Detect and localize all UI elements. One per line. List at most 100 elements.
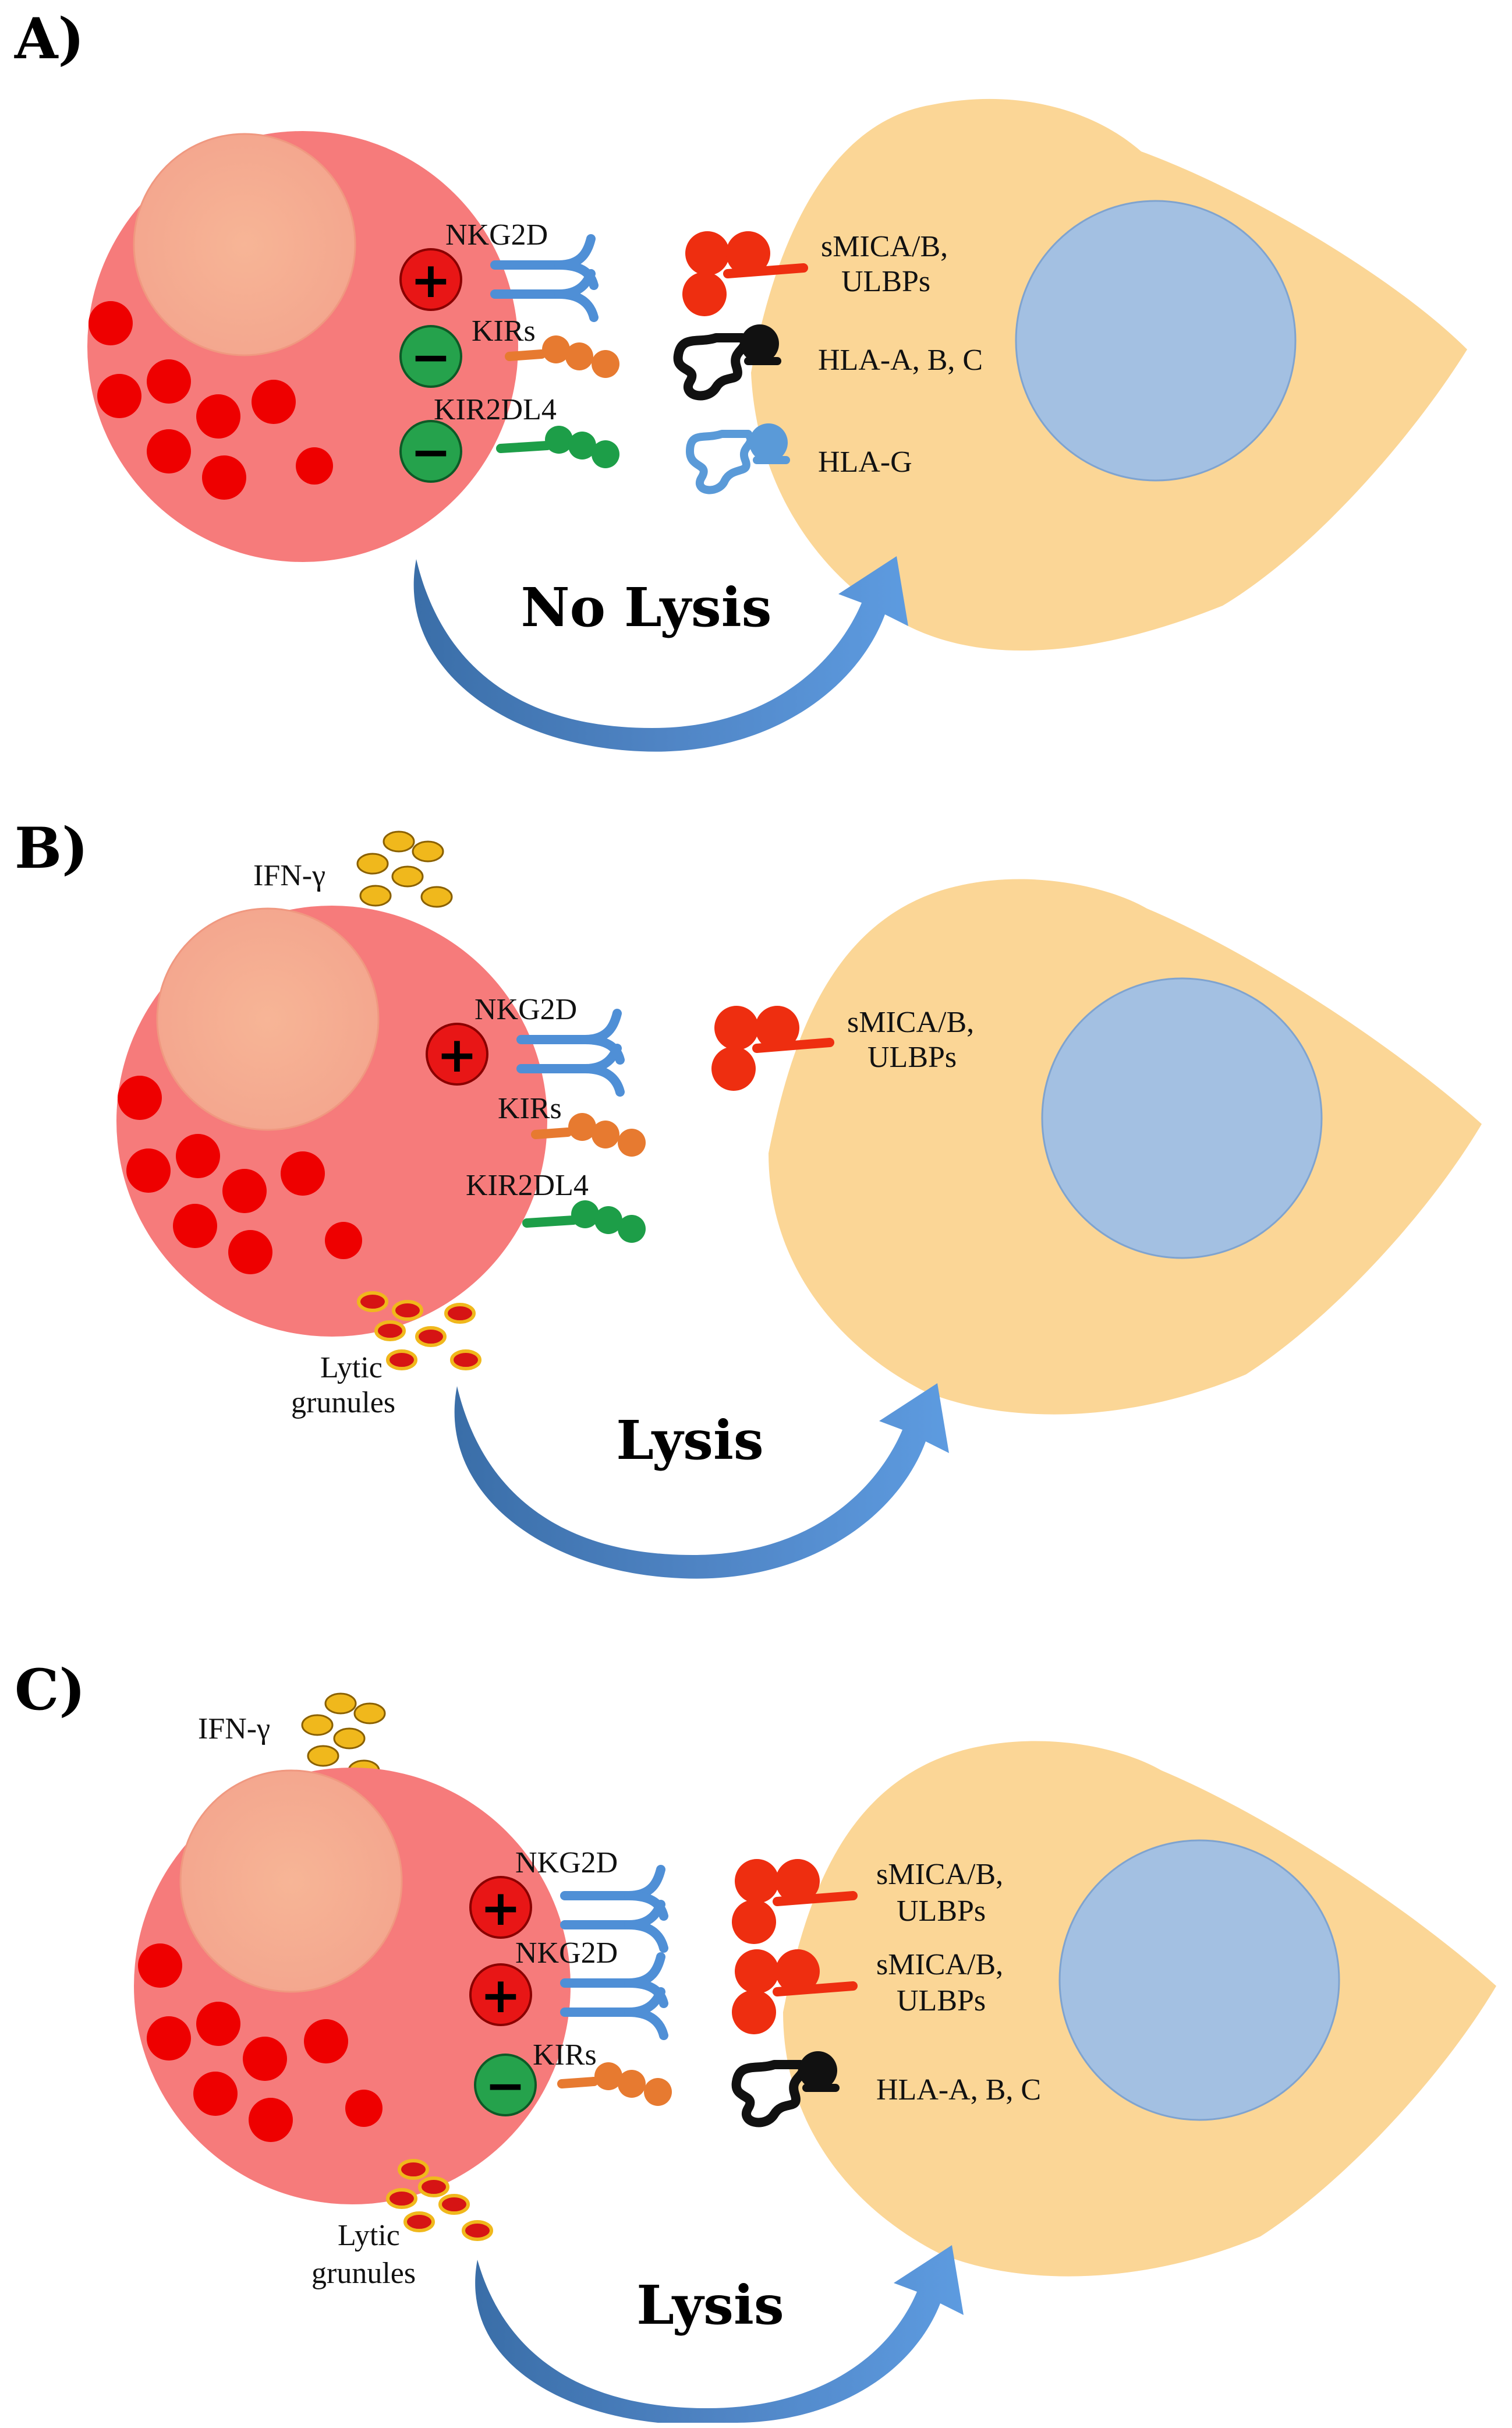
granule <box>345 2090 383 2127</box>
outcome-arrow-a <box>413 556 908 752</box>
granule <box>147 2016 191 2061</box>
lytic-granules-c <box>386 2159 493 2241</box>
panel-b-label: B) <box>15 815 88 881</box>
target-nucleus-b <box>1041 977 1323 1259</box>
hla-abc-label-a: HLA-A, B, C <box>818 344 983 377</box>
smica-ligand-c2 <box>732 1949 858 2034</box>
granule <box>176 1134 220 1178</box>
granule <box>296 447 333 485</box>
granule <box>249 2098 293 2142</box>
granule <box>228 1230 272 1274</box>
granule <box>325 1222 362 1259</box>
hla-abc-ligand-a <box>673 324 781 401</box>
hla-g-ligand-a <box>686 423 790 494</box>
target-nucleus-c <box>1058 1839 1340 2121</box>
granules-b <box>118 1076 362 1274</box>
hla-abc-label-c: HLA-A, B, C <box>876 2073 1041 2107</box>
inhibitory-sign-a2: − <box>399 420 462 483</box>
kirs-label-b: KIRs <box>498 1092 562 1125</box>
lytic-label-b1: Lytic <box>320 1351 383 1384</box>
svg-text:+: + <box>480 1967 521 2024</box>
smica-ligand-a <box>682 231 808 316</box>
nkg2d-receptor-c1 <box>560 1865 668 1953</box>
kir2dl4-receptor-a <box>496 426 619 468</box>
ulbps-label-c2: ULBPs <box>897 1984 986 2017</box>
granule <box>97 374 141 418</box>
granule <box>88 301 133 345</box>
nkg2d-label-c1: NKG2D <box>515 1846 618 1879</box>
target-nucleus-a <box>1015 200 1297 482</box>
kirs-label-c: KIRs <box>533 2038 597 2072</box>
granule <box>252 380 296 424</box>
kir2dl4-receptor-b <box>522 1200 646 1243</box>
ulbps-label-c1: ULBPs <box>897 1895 986 1928</box>
smica-label-c2: sMICA/B, <box>876 1948 1003 1981</box>
nkg2d-receptor-b <box>516 1009 625 1097</box>
svg-text:−: − <box>485 2057 526 2114</box>
outcome-arrow-c <box>475 2245 964 2423</box>
svg-text:+: + <box>437 1026 477 1083</box>
activating-sign-b: + <box>426 1023 488 1086</box>
granules-c <box>138 1943 383 2142</box>
granule <box>202 455 246 500</box>
granule <box>196 394 240 439</box>
svg-text:−: − <box>410 423 451 480</box>
granule <box>118 1076 162 1120</box>
ulbps-label-a: ULBPs <box>841 265 930 298</box>
kirs-label-a: KIRs <box>472 314 536 348</box>
kir2dl4-label-a: KIR2DL4 <box>434 393 557 426</box>
granule <box>147 359 191 404</box>
smica-label-b: sMICA/B, <box>847 1006 974 1039</box>
panel-a: A) + − − <box>14 6 1467 752</box>
nkg2d-receptor-a <box>490 234 599 322</box>
nkg2d-label-a: NKG2D <box>445 218 548 252</box>
activating-sign-c1: + <box>469 1876 532 1939</box>
granule <box>147 429 191 473</box>
hla-g-label-a: HLA-G <box>818 446 912 479</box>
ifn-molecules-b <box>356 830 453 908</box>
inhibitory-sign-a1: − <box>399 325 462 388</box>
outcome-arrow-b <box>454 1383 949 1579</box>
svg-text:+: + <box>480 1879 521 1936</box>
nkg2d-label-c2: NKG2D <box>515 1936 618 1970</box>
lytic-granules-b <box>357 1291 481 1370</box>
outcome-label-b: Lysis <box>616 1409 763 1472</box>
granule <box>243 2037 287 2081</box>
nk-nucleus-c <box>179 1769 403 1993</box>
granules-a <box>88 301 333 500</box>
outcome-label-a: No Lysis <box>521 576 772 639</box>
ifn-label-b: IFN-γ <box>253 859 325 892</box>
smica-ligand-b <box>711 1006 834 1091</box>
granule <box>222 1169 267 1213</box>
granule <box>304 2019 348 2063</box>
panel-b: B) IFN-γ + <box>15 815 1482 1579</box>
granule <box>173 1204 217 1248</box>
lytic-label-c2: grunules <box>311 2257 416 2290</box>
granule <box>126 1148 171 1193</box>
activating-sign-c2: + <box>469 1963 532 2026</box>
panel-c: C) IFN-γ + <box>15 1657 1496 2423</box>
kir-receptor-c <box>557 2062 672 2106</box>
ifn-label-c: IFN-γ <box>198 1712 270 1745</box>
panel-a-label: A) <box>14 6 84 72</box>
kir-receptor-b <box>531 1113 646 1157</box>
smica-ligand-c1 <box>732 1859 858 1944</box>
granule <box>281 1151 325 1196</box>
ifn-molecules-c <box>301 1692 386 1782</box>
smica-label-c1: sMICA/B, <box>876 1858 1003 1891</box>
activating-sign-a: + <box>399 248 462 311</box>
nkg2d-label-b: NKG2D <box>475 993 577 1026</box>
nkg2d-receptor-c2 <box>560 1952 668 2040</box>
kir2dl4-label-b: KIR2DL4 <box>466 1169 589 1202</box>
panel-c-label: C) <box>15 1657 86 1723</box>
lytic-label-c1: Lytic <box>338 2219 400 2252</box>
nk-nucleus-b <box>156 907 380 1131</box>
granule <box>196 2002 240 2046</box>
hla-abc-ligand-c <box>731 2051 840 2127</box>
outcome-label-c: Lysis <box>636 2274 784 2337</box>
smica-label-a: sMICA/B, <box>821 230 948 263</box>
ulbps-label-b: ULBPs <box>867 1041 957 1074</box>
svg-text:+: + <box>410 252 451 309</box>
nk-nucleus-a <box>133 133 356 356</box>
